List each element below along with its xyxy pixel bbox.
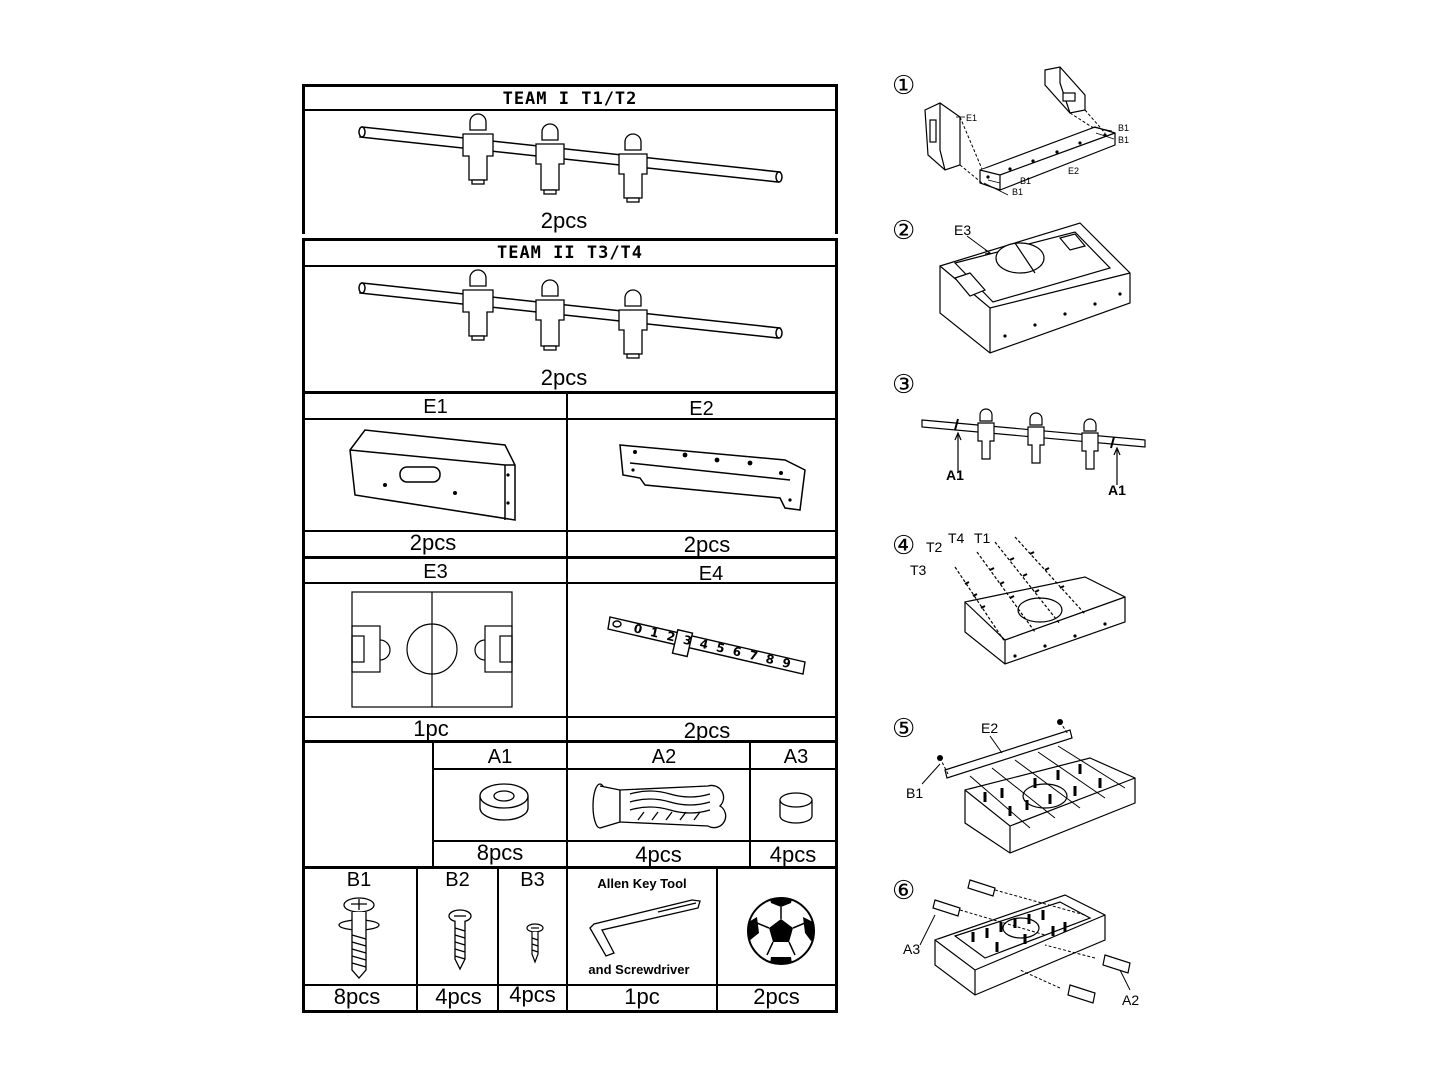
e1-label: E1 [423, 396, 448, 418]
e2-side-panel-illustration [619, 444, 806, 511]
step-4-label: T1 [974, 530, 991, 546]
team1-rod-illustration [358, 113, 783, 203]
player-figure [462, 113, 648, 203]
b1-bolt-illustration [338, 897, 380, 979]
step-4-label: T3 [910, 562, 927, 578]
score-digit: 1 [649, 625, 660, 641]
ball-qty: 2pcs [753, 984, 800, 1009]
step-3-label: A1 [946, 467, 964, 483]
team2-title: TEAM II T3/T4 [496, 243, 644, 263]
score-digit: 2 [665, 629, 676, 645]
a3-qty: 4pcs [769, 842, 817, 867]
tool-label-bottom: and Screwdriver [588, 962, 690, 977]
step-6-label: A2 [1122, 992, 1140, 1008]
score-digit: 4 [698, 636, 709, 652]
step-1-number: ① [892, 71, 916, 101]
score-digit: 0 [632, 621, 643, 637]
score-digit: 9 [781, 655, 792, 671]
step-1-illustration [924, 66, 1116, 196]
a1-qty: 8pcs [476, 840, 524, 865]
score-digit: 6 [731, 644, 742, 660]
team2-rod-illustration [358, 269, 783, 359]
soccer-ball-illustration [747, 897, 815, 965]
score-digit: 5 [715, 640, 726, 656]
step-4-number: ④ [892, 531, 916, 561]
team1-title: TEAM I T1/T2 [502, 89, 638, 109]
step-4-illustration [954, 536, 1126, 665]
player-figure [462, 269, 648, 359]
e3-qty: 1pc [413, 716, 449, 741]
score-digit: 7 [748, 648, 759, 664]
b2-screw-illustration [448, 909, 472, 971]
e4-label: E4 [698, 563, 724, 585]
e2-label: E2 [689, 398, 714, 420]
e1-qty: 2pcs [409, 530, 457, 555]
a1-bumper-illustration [479, 783, 529, 821]
e1-end-panel-illustration [349, 429, 516, 521]
tool-qty: 1pc [624, 984, 660, 1009]
step-6-number: ⑥ [892, 876, 916, 906]
step-2-number: ② [892, 216, 916, 246]
e3-field-illustration [351, 591, 513, 708]
a3-label: A3 [783, 746, 809, 768]
step-3-label: A1 [1108, 482, 1126, 498]
step-6-label: A3 [903, 941, 921, 957]
step-2-label: E3 [954, 222, 972, 238]
e4-qty: 2pcs [683, 718, 731, 743]
step-5-label: B1 [906, 785, 924, 801]
b1-label: B1 [346, 869, 372, 891]
step-4-label: T4 [948, 530, 965, 546]
step-1-label: E2 [1068, 166, 1080, 176]
step-1-label: B1 [1118, 123, 1130, 133]
step-1-label: E1 [966, 113, 978, 123]
step-3-number: ③ [892, 370, 916, 400]
team2-qty: 2pcs [540, 365, 588, 390]
a3-end-cap-illustration [779, 792, 813, 824]
team1-qty: 2pcs [540, 208, 588, 233]
score-digit: 3 [682, 633, 693, 649]
a2-handle-illustration [592, 783, 727, 829]
b2-label: B2 [445, 869, 470, 891]
tool-label-top: Allen Key Tool [597, 876, 687, 891]
step-5-label: E2 [981, 720, 999, 736]
step-1-label: B1 [1012, 187, 1024, 197]
e2-qty: 2pcs [683, 532, 731, 557]
step-1-label: B1 [1020, 176, 1032, 186]
step-6-illustration [919, 879, 1131, 1004]
step-5-number: ⑤ [892, 714, 916, 744]
a1-label: A1 [487, 746, 513, 768]
b2-qty: 4pcs [435, 984, 482, 1009]
step-5-illustration [921, 719, 1136, 854]
step-3-illustration [921, 408, 1146, 485]
e3-label: E3 [423, 561, 448, 583]
b3-screw-illustration [526, 923, 544, 964]
step-1-label: B1 [1118, 135, 1130, 145]
allen-key-screwdriver-illustration [589, 899, 701, 957]
b3-qty: 4pcs [509, 982, 556, 1007]
step-2-illustration [939, 222, 1131, 354]
step-4-label: T2 [926, 539, 943, 555]
a2-qty: 4pcs [635, 842, 682, 867]
b3-label: B3 [520, 869, 545, 891]
a2-label: A2 [651, 746, 677, 768]
b1-qty: 8pcs [333, 984, 381, 1009]
score-digit: 8 [764, 652, 775, 668]
